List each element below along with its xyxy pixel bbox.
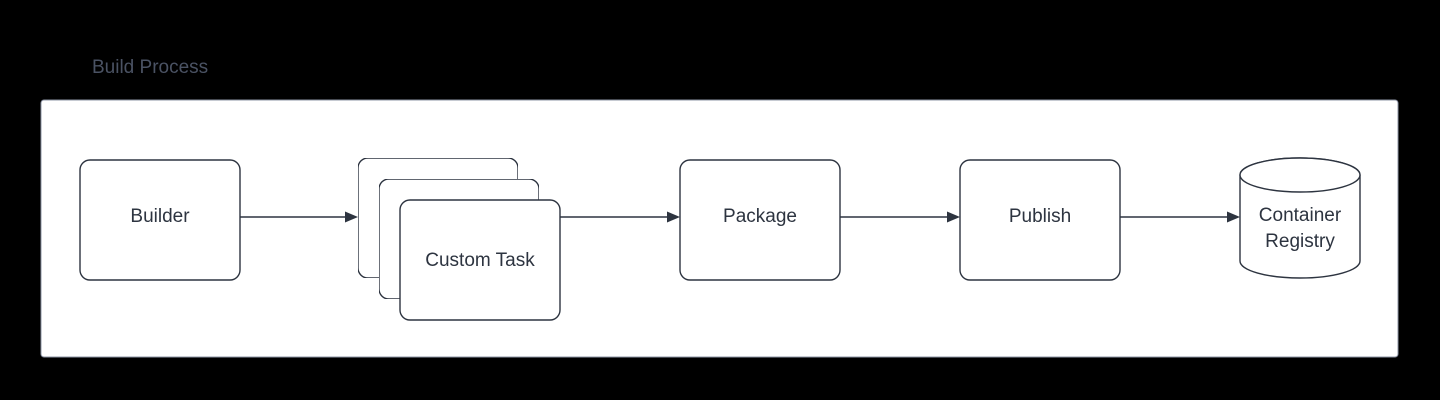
node-label: Publish xyxy=(1009,206,1071,227)
arrow-head-icon xyxy=(947,211,960,223)
node-box[interactable] xyxy=(959,159,1121,281)
arrow-head-icon xyxy=(667,211,680,223)
node-label-line1: Container xyxy=(1259,205,1342,226)
group-title: Build Process xyxy=(92,57,208,78)
edge-builder-to-custom-task xyxy=(240,211,358,223)
edges-layer xyxy=(240,211,1240,223)
node-publish[interactable]: Publish xyxy=(959,159,1121,281)
edge-custom-task-to-package xyxy=(560,211,680,223)
node-box[interactable] xyxy=(679,159,841,281)
node-builder[interactable]: Builder xyxy=(79,159,241,281)
arrow-head-icon xyxy=(1227,211,1240,223)
node-label-line2: Registry xyxy=(1265,231,1335,252)
node-box[interactable] xyxy=(79,159,241,281)
cylinder-top-ellipse xyxy=(1239,157,1361,193)
edge-package-to-publish xyxy=(840,211,960,223)
node-label: Custom Task xyxy=(425,250,535,271)
node-label: Package xyxy=(723,206,797,227)
node-box[interactable] xyxy=(399,199,561,321)
node-label: Builder xyxy=(130,206,190,227)
node-package[interactable]: Package xyxy=(679,159,841,281)
node-custom-task[interactable]: Custom TaskCustom TaskCustom Task xyxy=(358,158,561,321)
arrow-head-icon xyxy=(345,211,358,223)
edge-publish-to-container-registry xyxy=(1120,211,1240,223)
node-card-front[interactable]: Custom Task xyxy=(399,199,561,321)
